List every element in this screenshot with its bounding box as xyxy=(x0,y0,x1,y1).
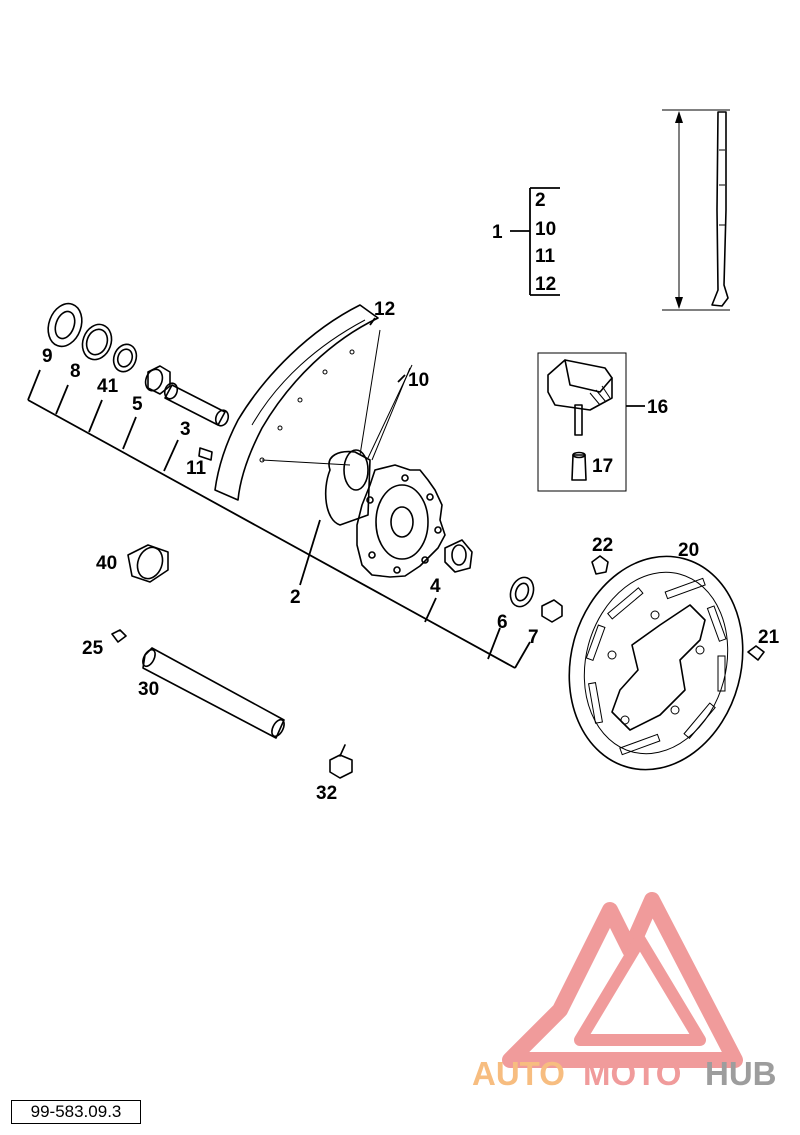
callout-17: 17 xyxy=(592,456,613,477)
callout-21: 21 xyxy=(758,627,780,648)
wheel-hub xyxy=(324,449,473,578)
spoke-dimension xyxy=(662,109,730,311)
assembly-bracket-1: 1 2 10 11 12 xyxy=(492,187,560,296)
group-item-10: 10 xyxy=(535,219,556,240)
small-fasteners xyxy=(111,555,765,661)
spokes xyxy=(261,329,413,466)
watermark-text-auto: AUTO xyxy=(472,1055,565,1092)
callout-1: 1 xyxy=(492,222,503,243)
callout-16: 16 xyxy=(647,397,668,418)
callout-3: 3 xyxy=(180,419,191,440)
callout-12: 12 xyxy=(374,299,395,320)
callout-30: 30 xyxy=(138,679,159,700)
seal-stack xyxy=(47,302,230,461)
callout-4: 4 xyxy=(430,576,441,597)
callout-25: 25 xyxy=(82,638,104,659)
callout-2: 2 xyxy=(290,587,301,608)
callout-22: 22 xyxy=(592,535,613,556)
axis-leaders xyxy=(27,317,531,669)
callout-10: 10 xyxy=(408,370,429,391)
callout-8: 8 xyxy=(70,361,81,382)
right-bearings xyxy=(509,576,563,623)
callout-11: 11 xyxy=(186,458,207,479)
group-item-11: 11 xyxy=(535,246,556,267)
spacer-40 xyxy=(127,544,169,583)
rim-segment xyxy=(214,304,379,501)
document-number: 99-583.09.3 xyxy=(11,1100,141,1124)
callout-labels: 12 10 9 8 41 5 3 11 2 4 6 7 40 25 30 32 … xyxy=(42,299,780,804)
callout-40: 40 xyxy=(96,553,117,574)
callout-20: 20 xyxy=(678,540,699,561)
valve-inset: 16 17 xyxy=(537,352,668,492)
group-item-12: 12 xyxy=(535,274,556,295)
callout-32: 32 xyxy=(316,783,337,804)
watermark-text-hub: HUB xyxy=(705,1055,777,1092)
callout-6: 6 xyxy=(497,612,508,633)
bolt-32 xyxy=(329,744,353,779)
axle-30 xyxy=(142,647,285,739)
group-item-2: 2 xyxy=(535,190,546,211)
callout-9: 9 xyxy=(42,346,53,367)
callout-7: 7 xyxy=(528,627,539,648)
callout-5: 5 xyxy=(132,394,143,415)
watermark-text-moto: MOTO xyxy=(583,1055,681,1092)
brake-disc xyxy=(568,555,744,771)
callout-41: 41 xyxy=(97,376,119,397)
watermark-logo: AUTO MOTO HUB xyxy=(472,892,777,1092)
